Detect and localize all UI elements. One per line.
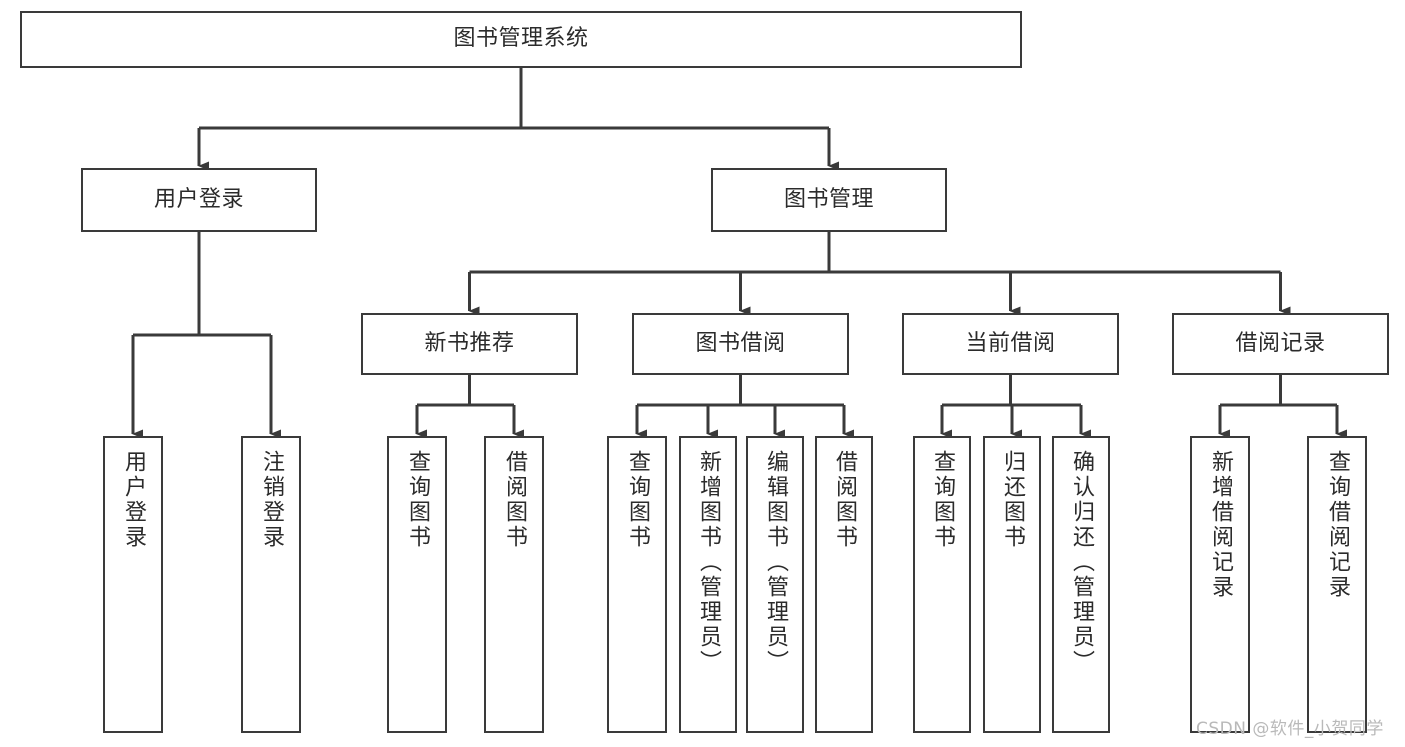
node-l-user-logout[interactable]: 注销登录	[241, 436, 301, 733]
node-label: 当前借阅	[965, 330, 1056, 356]
node-label: 图书管理系统	[453, 26, 589, 52]
node-label: 注销登录	[259, 450, 284, 550]
node-l-query-book-2[interactable]: 查询图书	[607, 436, 667, 733]
node-label: 编辑图书（管理员）	[763, 450, 788, 675]
node-label: 新书推荐	[424, 330, 515, 356]
node-label: 图书管理	[783, 186, 874, 212]
node-label: 查询图书	[930, 450, 955, 550]
node-l-edit-book[interactable]: 编辑图书（管理员）	[746, 436, 804, 733]
node-n-user-login[interactable]: 用户登录	[81, 168, 317, 232]
node-l-add-record[interactable]: 新增借阅记录	[1190, 436, 1250, 733]
node-label: 图书借阅	[695, 330, 786, 356]
node-l-confirm-return[interactable]: 确认归还（管理员）	[1052, 436, 1110, 733]
node-label: 查询图书	[405, 450, 430, 550]
node-label: 用户登录	[153, 186, 244, 212]
node-l-query-record[interactable]: 查询借阅记录	[1307, 436, 1367, 733]
node-label: 查询借阅记录	[1325, 450, 1350, 600]
node-label: 确认归还（管理员）	[1069, 450, 1094, 675]
node-l-query-book-3[interactable]: 查询图书	[913, 436, 971, 733]
node-n-new-book-rec[interactable]: 新书推荐	[361, 313, 578, 375]
node-l-return-book[interactable]: 归还图书	[983, 436, 1041, 733]
node-l-add-book[interactable]: 新增图书（管理员）	[679, 436, 737, 733]
node-label: 借阅图书	[502, 450, 527, 550]
node-l-borrow-book-2[interactable]: 借阅图书	[815, 436, 873, 733]
node-label: 用户登录	[121, 450, 146, 550]
node-root[interactable]: 图书管理系统	[20, 11, 1022, 68]
node-label: 借阅图书	[832, 450, 857, 550]
node-l-user-login[interactable]: 用户登录	[103, 436, 163, 733]
node-l-borrow-book-1[interactable]: 借阅图书	[484, 436, 544, 733]
node-label: 借阅记录	[1235, 330, 1326, 356]
node-n-current-borrow[interactable]: 当前借阅	[902, 313, 1119, 375]
watermark-text: CSDN @软件_小贺同学	[1196, 719, 1384, 739]
connector-lines	[131, 68, 1347, 439]
node-label: 新增借阅记录	[1208, 450, 1233, 600]
node-n-book-borrow[interactable]: 图书借阅	[632, 313, 849, 375]
node-label: 新增图书（管理员）	[696, 450, 721, 675]
node-n-borrow-record[interactable]: 借阅记录	[1172, 313, 1389, 375]
node-label: 归还图书	[1000, 450, 1025, 550]
node-n-book-manage[interactable]: 图书管理	[711, 168, 947, 232]
node-label: 查询图书	[625, 450, 650, 550]
node-l-query-book-1[interactable]: 查询图书	[387, 436, 447, 733]
